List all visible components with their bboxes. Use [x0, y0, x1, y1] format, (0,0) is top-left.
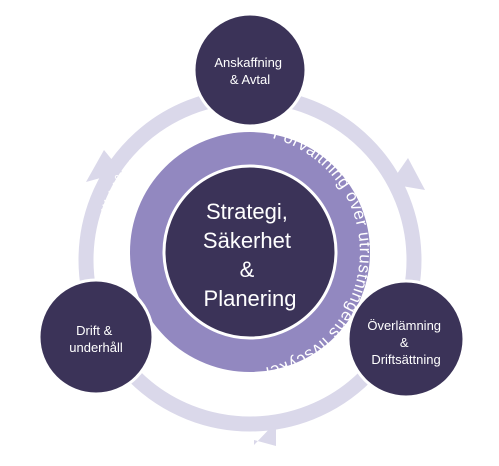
node-right: Överlämning & Driftsättning	[346, 279, 466, 399]
center-circle: Strategi, Säkerhet & Planering	[162, 164, 338, 340]
node-left: Drift & underhåll	[37, 278, 155, 396]
node-top: Anskaffning & Avtal	[192, 12, 308, 128]
node-left-line-1: Drift &	[76, 323, 112, 338]
node-top-line-1: Anskaffning	[214, 55, 282, 70]
cycle-arrow-bottom-icon	[254, 422, 276, 446]
center-line-1: Strategi,	[206, 199, 288, 224]
center-line-2: Säkerhet	[203, 228, 291, 253]
cycle-arrow-top-left-icon	[86, 150, 122, 182]
center-line-4: Planering	[204, 286, 297, 311]
cycle-arrow-top-right-icon	[390, 158, 425, 190]
center-text: Strategi, Säkerhet & Planering	[203, 199, 297, 311]
node-right-line-1: Överlämning	[367, 318, 441, 333]
node-right-disc	[346, 279, 466, 399]
node-right-line-3: Driftsättning	[371, 352, 440, 367]
inner-ring-band	[129, 131, 371, 373]
center-line-3: &	[240, 257, 255, 282]
node-top-line-2: & Avtal	[230, 72, 270, 87]
node-right-line-2: &	[400, 335, 409, 350]
inner-ring-edge	[128, 130, 372, 374]
node-left-text: Drift & underhåll	[69, 323, 123, 355]
node-left-line-2: underhåll	[69, 340, 123, 355]
node-right-text: Överlämning & Driftsättning	[367, 318, 444, 367]
center-circle-disc	[162, 164, 338, 340]
node-top-disc	[192, 12, 308, 128]
node-top-text: Anskaffning & Avtal	[214, 55, 285, 87]
node-left-disc	[37, 278, 155, 396]
inner-ring	[128, 130, 372, 374]
